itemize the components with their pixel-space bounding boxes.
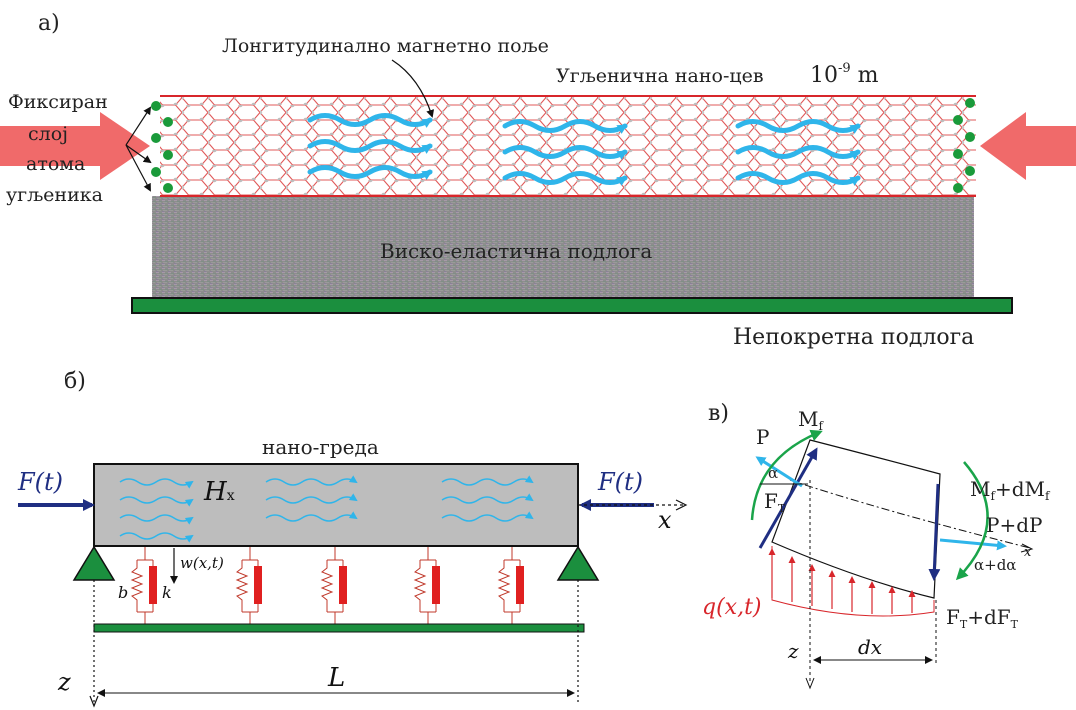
- svg-text:атома: атома: [26, 153, 85, 175]
- right-axial-force: [939, 538, 1007, 551]
- spring-damper-elements: [130, 547, 524, 624]
- magnetic-field-pointer: [391, 59, 435, 118]
- panel-v-tag: в): [708, 401, 729, 426]
- element-z-label: z: [787, 639, 799, 663]
- element-x-label: x: [1024, 545, 1032, 560]
- P-label: P: [756, 425, 769, 449]
- F-label: FT: [764, 489, 786, 515]
- beam-label: нано-греда: [262, 435, 379, 459]
- left-shear-force: [758, 447, 818, 549]
- magnetic-field-waves: [307, 113, 861, 186]
- nano-beam: [93, 463, 579, 547]
- load-label: q(x,t): [702, 595, 762, 620]
- left-compression-arrow: [0, 112, 150, 180]
- beam-ground: [93, 623, 585, 633]
- left-moment-arc: [750, 429, 823, 521]
- viscoelastic-foundation: [152, 196, 974, 300]
- distributed-load-arrows: [768, 548, 916, 614]
- right-moment-arc: [955, 461, 989, 581]
- load-envelope: [771, 546, 935, 617]
- neutral-axis: [789, 479, 1031, 549]
- beam-element: [771, 439, 941, 599]
- nanotube-lattice: [160, 96, 976, 196]
- damper-label: b: [118, 583, 128, 602]
- F-plus-label: FT+dFT: [946, 605, 1019, 631]
- z-axis-label: z: [57, 668, 71, 696]
- left-force-label: F(t): [17, 468, 63, 496]
- dx-label: dx: [858, 635, 882, 659]
- x-axis-label: x: [658, 506, 672, 534]
- fixed-layer-label: Фиксиран слој атома угљеника: [6, 91, 108, 206]
- left-axial-force: [755, 456, 803, 488]
- rigid-ground-label: Непокретна подлога: [733, 325, 974, 350]
- M-label: Mf: [798, 407, 824, 433]
- foundation-label: Виско-еластична подлога: [380, 239, 652, 263]
- spring-label: k: [162, 583, 172, 602]
- svg-text:слој: слој: [28, 123, 68, 145]
- left-support: [72, 545, 116, 581]
- svg-text:Фиксиран: Фиксиран: [8, 91, 108, 113]
- alpha-plus-label: α+dα: [974, 556, 1016, 574]
- x-axis-arrowhead: [675, 499, 688, 511]
- neutral-axis-arrowhead: [1020, 543, 1034, 553]
- right-force-label: F(t): [597, 468, 643, 496]
- deflection-label: w(x,t): [180, 554, 224, 572]
- panel-b-tag: б): [64, 369, 86, 394]
- fixed-layer-pointers: [125, 106, 152, 192]
- panel-a-tag: а): [38, 11, 60, 36]
- z-axis-arrowhead: [89, 695, 99, 708]
- right-support: [556, 545, 600, 581]
- magnetic-field-label: Лонгитудинално магнетно поље: [222, 35, 549, 57]
- beam-field-waves: [119, 475, 534, 543]
- nanotube-label: Угљенична нано-цев: [556, 65, 764, 87]
- svg-text:угљеника: угљеника: [6, 184, 103, 206]
- length-label: L: [327, 663, 345, 693]
- M-plus-label: Mf+dMf: [970, 477, 1051, 503]
- P-plus-label: P+dP: [986, 513, 1042, 537]
- alpha-label: α: [768, 464, 778, 482]
- right-shear-force: [928, 483, 941, 581]
- element-z-arrowhead: [805, 677, 815, 690]
- field-H-label: Hx: [203, 477, 235, 507]
- fixed-atoms-right: [953, 98, 975, 193]
- fixed-atoms-left: [151, 101, 173, 193]
- right-compression-arrow: [980, 112, 1076, 180]
- rigid-ground: [131, 297, 1013, 314]
- scale-label: 10-9 m: [810, 61, 879, 88]
